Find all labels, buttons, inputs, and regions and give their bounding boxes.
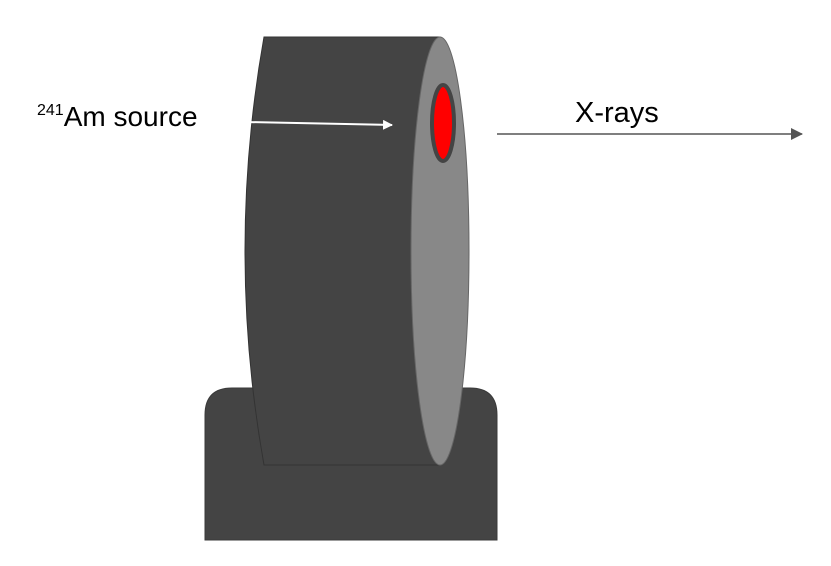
cylinder-face — [410, 36, 470, 466]
source-label: 241Am source — [37, 101, 198, 132]
source-label-text: Am source — [64, 101, 198, 132]
source-pointer-arrow — [244, 119, 393, 130]
xrays-label: X-rays — [575, 97, 659, 129]
cylinder-body — [244, 36, 441, 466]
am-source-spot — [430, 83, 456, 163]
source-mass-number: 241 — [37, 102, 64, 119]
